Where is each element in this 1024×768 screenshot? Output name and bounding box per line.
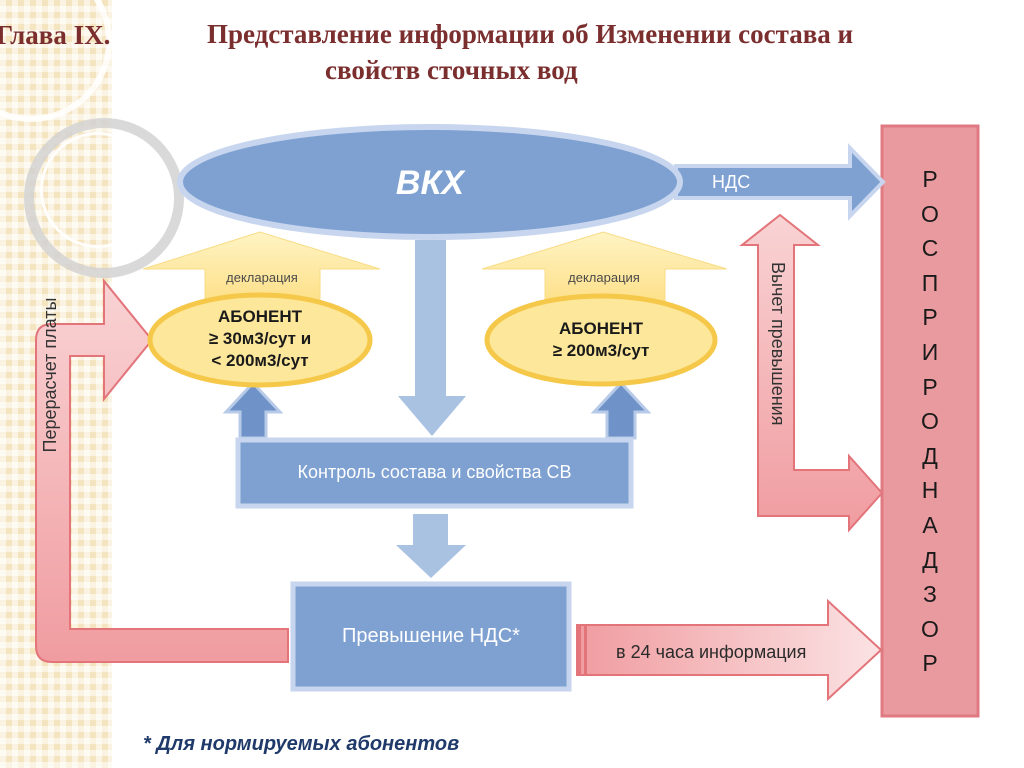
recalc-label: Перерасчет платы — [40, 297, 60, 453]
footnote: * Для нормируемых абонентов — [143, 733, 460, 755]
abonent-left-text: АБОНЕНТ ≥ 30м3/сут и < 200м3/сут — [170, 306, 350, 372]
rospriroda-letter: С — [921, 235, 939, 262]
page-title-line2: свойств сточных вод — [325, 55, 578, 85]
declaration-left-label: декларация — [226, 270, 298, 285]
rospriroda-letter: Р — [922, 373, 938, 400]
info-24h-stripe — [584, 625, 587, 675]
abonent-left-line1: АБОНЕНТ — [218, 307, 302, 326]
rospriroda-letter: З — [923, 581, 937, 608]
rospriroda-letter: О — [921, 615, 939, 642]
abonent-left-line2: ≥ 30м3/сут и — [208, 329, 312, 348]
vkh-ellipse — [177, 124, 683, 240]
nds-arrow — [674, 143, 886, 221]
abonent-right-line2: ≥ 200м3/сут — [552, 341, 650, 360]
info-24h-label: в 24 часа информация — [616, 642, 807, 662]
down-arrow-control — [396, 514, 466, 578]
rospriroda-letter: Р — [922, 166, 938, 192]
excess-label: Превышение НДС* — [342, 625, 520, 647]
up-arrow-left — [222, 380, 284, 440]
abonent-left-ellipse — [147, 292, 373, 388]
declaration-right-label: декларация — [568, 270, 640, 285]
rospriroda-letter: И — [921, 338, 939, 365]
abonent-left-line3: < 200м3/сут — [211, 351, 309, 370]
excess-box — [290, 581, 572, 692]
info-24h-arrow — [576, 598, 883, 702]
rospriroda-letter: Р — [922, 304, 938, 331]
up-arrow-right — [590, 380, 652, 440]
abonent-right-line1: АБОНЕНТ — [559, 319, 643, 338]
chapter-label: Глава IX. — [0, 20, 111, 50]
info-24h-stripe — [577, 625, 581, 675]
down-arrow-vkh — [398, 240, 466, 436]
rospriroda-letter: О — [921, 408, 939, 435]
rospriroda-letter: П — [921, 269, 939, 296]
control-label: Контроль состава и свойства СВ — [297, 462, 572, 482]
rospriroda-letter: А — [922, 511, 938, 538]
rospriroda-letter: Н — [921, 477, 939, 504]
control-box — [235, 437, 634, 509]
decorative-ring — [24, 118, 184, 278]
decorative-ring — [40, 132, 156, 248]
deduction-arrow — [739, 213, 884, 533]
abonent-right-ellipse — [484, 293, 718, 387]
rospriroda-letter: Д — [922, 442, 938, 469]
rospriroda-letter: Д — [922, 546, 938, 573]
declaration-arrow-right — [481, 231, 728, 303]
abonent-right-text: АБОНЕНТ ≥ 200м3/сут — [510, 318, 692, 362]
declaration-arrow-left — [142, 231, 381, 301]
nds-label: НДС — [712, 172, 751, 192]
vkh-label: ВКХ — [395, 164, 465, 202]
rospriroda-letter: О — [921, 200, 939, 227]
deduction-label: Вычет превышения — [768, 262, 788, 426]
page-title-line1: Представление информации об Изменении со… — [207, 19, 854, 49]
recalc-arrow — [35, 278, 289, 663]
rospriroda-box — [880, 124, 980, 718]
rospriroda-letter: Р — [922, 650, 938, 677]
